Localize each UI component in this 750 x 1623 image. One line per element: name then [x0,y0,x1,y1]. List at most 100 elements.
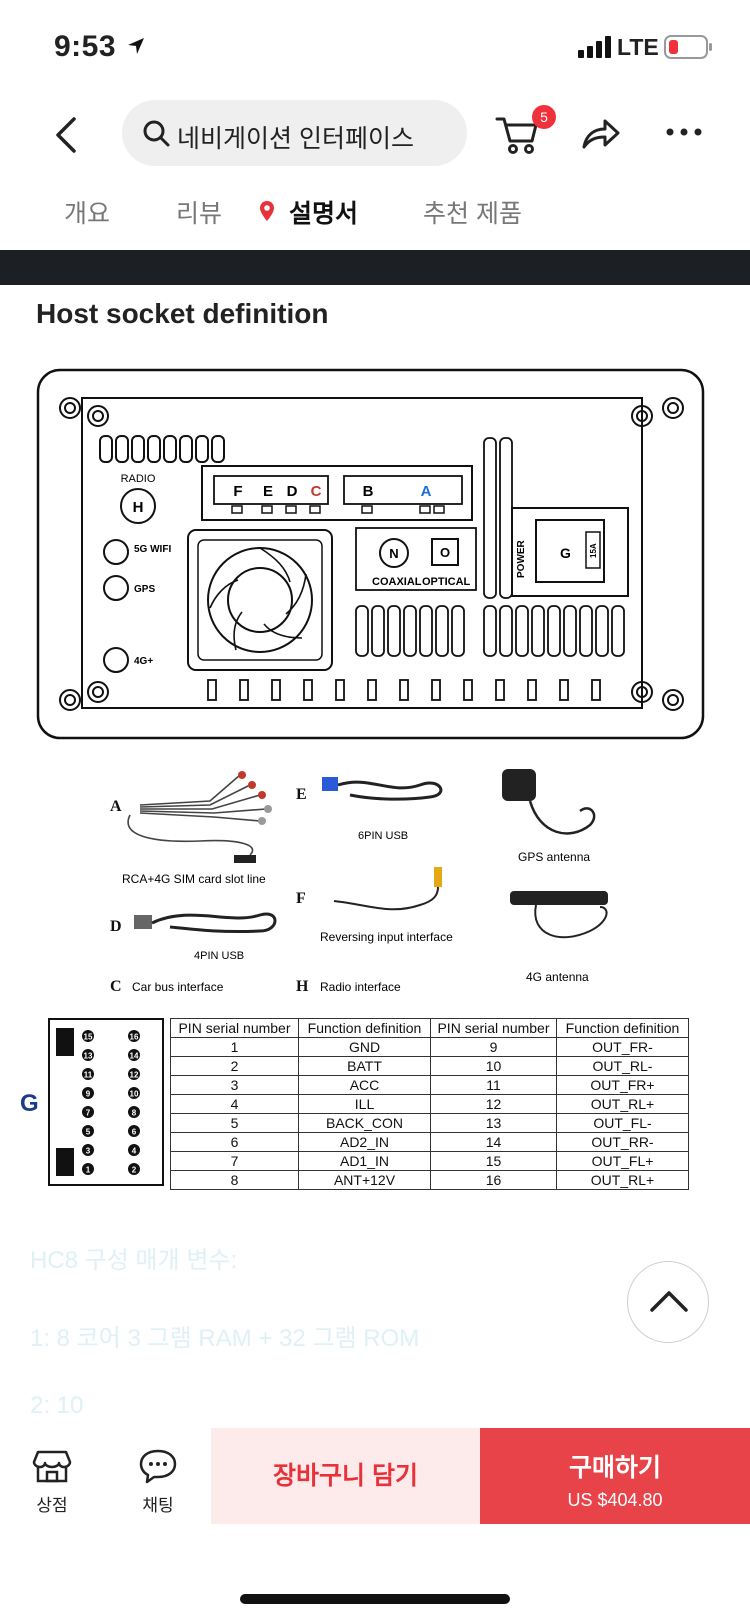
location-arrow-icon [128,38,144,54]
section-tabs: 개요 리뷰 설명서 추천 제품 [0,188,750,238]
pin-table-cell: ACC [298,1075,431,1095]
status-time: 9:53 [54,30,117,63]
pin-table-cell: 9 [430,1037,557,1057]
pin-table-cell: 5 [170,1113,299,1133]
buy-price: US $404.80 [567,1490,663,1510]
connector-pin-dot [82,1106,94,1118]
connector-pin-dot [82,1144,94,1156]
connector-pin-dot [128,1049,140,1061]
share-button[interactable] [578,113,622,157]
gps-port-label: GPS [134,584,155,595]
scroll-to-top-button[interactable] [627,1261,709,1343]
signal-icon [578,36,611,58]
spec-line: HC8 구성 매개 변수: [30,1247,238,1274]
pin-table-cell: OUT_FR- [556,1037,689,1057]
accessory-e-letter: E [296,786,307,803]
connector-d-label: D [287,483,298,500]
accessory-d-letter: D [110,918,122,935]
connector-pin-dot [128,1087,140,1099]
buy-now-button[interactable]: 구매하기 US $404.80 [480,1428,750,1524]
pin-table-cell: OUT_FL- [556,1113,689,1133]
connector-pin-dot [128,1163,140,1175]
store-icon [32,1450,72,1483]
pin-table-cell: OUT_RL+ [556,1170,689,1190]
accessory-a-label: RCA+4G SIM card slot line [122,872,266,886]
tab-overview[interactable]: 개요 [64,200,111,228]
pin-table-header: PIN serial number [170,1018,299,1038]
connector-pin-number: 14 [130,1052,139,1061]
pin-table-cell: 15 [430,1151,557,1171]
add-to-cart-button[interactable]: 장바구니 담기 [211,1428,480,1524]
pin-table-header: Function definition [556,1018,689,1038]
fuse-label: 15A [589,543,598,558]
network-type: LTE [617,34,659,60]
accessory-a-letter: A [110,798,122,815]
pin-table-cell: GND [298,1037,431,1057]
connector-pin-dot [128,1068,140,1080]
cart-icon [495,117,538,154]
accessory-h-label: Radio interface [320,980,401,994]
location-pin-icon [260,201,274,221]
buy-label: 구매하기 [568,1454,661,1482]
chat-bubble-icon [139,1449,177,1484]
store-button[interactable]: 상점 [22,1448,82,1516]
pin-table-cell: OUT_RL- [556,1056,689,1076]
accessory-e-label: 6PIN USB [358,830,408,842]
power-label: POWER [516,539,527,578]
search-bar[interactable]: 네비게이션 인터페이스 [122,100,467,166]
pin-table-cell: 12 [430,1094,557,1114]
power-g-label: G [560,545,571,561]
pin-table-cell: 1 [170,1037,299,1057]
host-socket-diagram: RADIO H F E D C B A 5G WIFI GPS 4G+ [36,368,705,740]
accessory-c-letter: C [110,978,122,995]
more-button[interactable] [664,117,704,147]
pin-table-header: Function definition [298,1018,431,1038]
connector-pin-number: 15 [84,1033,93,1042]
pin-table-cell: OUT_FR+ [556,1075,689,1095]
connector-pin-dot [128,1144,140,1156]
chat-label: 채팅 [142,1496,174,1515]
connector-pin-dot [82,1030,94,1042]
accessory-h-letter: H [296,978,309,995]
pin-table-cell: AD2_IN [298,1132,431,1152]
back-button[interactable] [48,111,88,159]
chevron-up-icon [650,1291,688,1312]
connector-pin-number: 2 [132,1166,137,1175]
pin-table-cell: 16 [430,1170,557,1190]
coaxial-label: COAXIAL [372,576,422,588]
status-bar: 9:53 LTE [0,0,750,95]
pin-table-cell: OUT_RR- [556,1132,689,1152]
cart-button[interactable] [494,111,544,157]
home-indicator [240,1594,510,1604]
content-area: Host socket definition RADIO [0,250,750,1425]
chat-button[interactable]: 채팅 [128,1448,188,1516]
chevron-left-icon [56,117,76,153]
tab-reviews[interactable]: 리뷰 [176,200,223,228]
connector-f-label: F [233,483,242,500]
connector-pin-number: 3 [86,1147,91,1156]
connector-pin-number: 13 [84,1052,93,1061]
pin-table-cell: BATT [298,1056,431,1076]
accessory-d-label: 4PIN USB [194,950,244,962]
connector-pin-number: 7 [86,1109,91,1118]
pin-table-cell: BACK_CON [298,1113,431,1133]
connector-pin-number: 6 [132,1128,137,1137]
spec-line: 2: 10 [30,1392,84,1419]
accessory-f-letter: F [296,890,306,907]
tab-recommended[interactable]: 추천 제품 [423,200,522,228]
pin-table-cell: 13 [430,1113,557,1133]
pin-table-cell: 14 [430,1132,557,1152]
connector-pin-number: 10 [130,1090,139,1099]
connector-b-label: B [363,483,374,500]
connector-pin-number: 11 [84,1071,93,1080]
pin-table-cell: ANT+12V [298,1170,431,1190]
connector-pin-number: 12 [130,1071,139,1080]
pin-table-cell: 4 [170,1094,299,1114]
tab-manual[interactable]: 설명서 [289,200,359,228]
